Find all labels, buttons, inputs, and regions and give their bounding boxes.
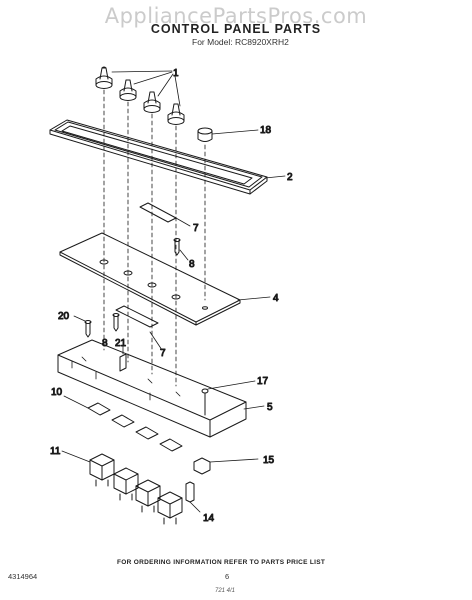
alignment-lines: [103, 89, 206, 387]
page-title: CONTROL PANEL PARTS: [150, 22, 322, 36]
model-number: For Model: RC8920XRH2: [192, 37, 289, 47]
screw-8-upper: [173, 238, 189, 261]
screw-8-lower: [112, 313, 120, 332]
callout-21: 21: [115, 338, 127, 349]
pads-10: [63, 395, 183, 452]
part-15: [193, 457, 259, 475]
mounting-panel-5: [57, 339, 265, 438]
document-number: 4314964: [8, 572, 38, 581]
knob-2: [119, 79, 137, 101]
callout-11: 11: [50, 446, 61, 457]
part-17: [201, 380, 256, 416]
callout-18: 18: [260, 125, 272, 136]
control-plate-4: [59, 232, 271, 326]
callout-17: 17: [257, 376, 269, 387]
knob-4: [167, 103, 185, 125]
page-number: 6: [225, 572, 230, 581]
knob-3: [143, 91, 161, 113]
callout-8-upper: 8: [189, 259, 195, 270]
callout-4: 4: [273, 293, 279, 304]
callout-5: 5: [267, 402, 273, 413]
part-14: [185, 481, 201, 513]
bracket-7-lower: [115, 305, 163, 351]
callout-2: 2: [287, 172, 293, 183]
callout-7-upper: 7: [193, 223, 199, 234]
callout-20: 20: [58, 311, 70, 322]
callout-10: 10: [51, 387, 63, 398]
callout-7-lower: 7: [160, 348, 166, 359]
callout-15: 15: [263, 455, 275, 466]
bracket-7-upper: [139, 202, 191, 227]
callout-14: 14: [203, 513, 215, 524]
switches-11: [61, 450, 183, 525]
callout-1: 1: [173, 68, 179, 79]
ordering-info-footer: FOR ORDERING INFORMATION REFER TO PARTS …: [117, 559, 326, 566]
knob-1: [95, 66, 113, 89]
watermark: AppliancePartsPros.com: [104, 4, 368, 28]
button-18: [197, 127, 259, 142]
leader-1: [111, 70, 181, 107]
callout-8-lower: 8: [102, 338, 108, 349]
bottom-code: 721 4/1: [215, 588, 236, 594]
bezel-frame-2: [49, 119, 286, 195]
screw-20: [73, 315, 92, 338]
